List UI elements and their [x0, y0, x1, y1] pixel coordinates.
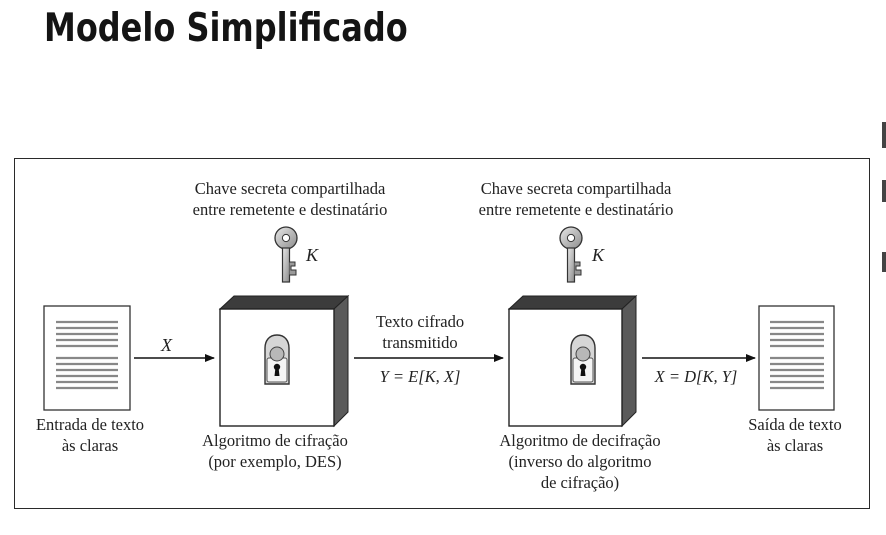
- page-title: Modelo Simplificado: [44, 6, 408, 51]
- plaintext-input-label-line2: às claras: [61, 436, 119, 455]
- key-left-symbol: K: [306, 245, 319, 265]
- key-right-caption-line2: entre remetente e destinatário: [478, 200, 674, 219]
- ciphertext-label-line1: Texto cifrado: [375, 312, 465, 331]
- decryption-label: Algoritmo de decifração (inverso do algo…: [470, 430, 690, 493]
- encryption-label: Algoritmo de cifração (por exemplo, DES): [175, 430, 375, 472]
- encryption-diagram: [43, 226, 835, 428]
- plaintext-arrow-label: X: [161, 335, 172, 355]
- ciphertext-formula: Y = E[K, X]: [379, 367, 461, 386]
- encryption-algorithm-box: [218, 294, 350, 428]
- ciphertext-label-line2: transmitido: [382, 333, 458, 352]
- plaintext-output-document: [758, 305, 835, 411]
- encryption-label-line2: (por exemplo, DES): [208, 452, 342, 471]
- plaintext-input-label-line1: Entrada de texto: [35, 415, 145, 434]
- decryption-label-line3: de cifração): [540, 473, 620, 492]
- lock-icon: [570, 334, 596, 385]
- diagram-frame: [14, 158, 870, 509]
- key-left-caption: Chave secreta compartilhada entre remete…: [160, 178, 420, 220]
- decryption-label-line2: (inverso do algoritmo: [508, 452, 652, 471]
- plaintext-input-label: Entrada de texto às claras: [10, 414, 170, 456]
- decryption-formula: X = D[K, Y]: [654, 367, 738, 386]
- plaintext-output-label-line1: Saída de texto: [748, 415, 842, 434]
- plaintext-output-label-line2: às claras: [766, 436, 824, 455]
- lock-icon: [264, 334, 290, 385]
- ciphertext-label: Texto cifrado transmitido: [350, 311, 490, 353]
- key-right-caption: Chave secreta compartilhada entre remete…: [446, 178, 706, 220]
- edge-marks: [882, 122, 886, 272]
- decryption-algorithm-box: [507, 294, 638, 428]
- key-left-caption-line1: Chave secreta compartilhada: [194, 179, 386, 198]
- encryption-label-line1: Algoritmo de cifração: [202, 431, 348, 450]
- decryption-label-line1: Algoritmo de decifração: [499, 431, 661, 450]
- plaintext-output-label: Saída de texto às claras: [725, 414, 865, 456]
- key-right-caption-line1: Chave secreta compartilhada: [480, 179, 672, 198]
- key-right-symbol: K: [592, 245, 605, 265]
- key-icon: [274, 226, 298, 283]
- plaintext-input-document: [43, 305, 131, 411]
- key-left-caption-line2: entre remetente e destinatário: [192, 200, 388, 219]
- key-icon: [559, 226, 583, 283]
